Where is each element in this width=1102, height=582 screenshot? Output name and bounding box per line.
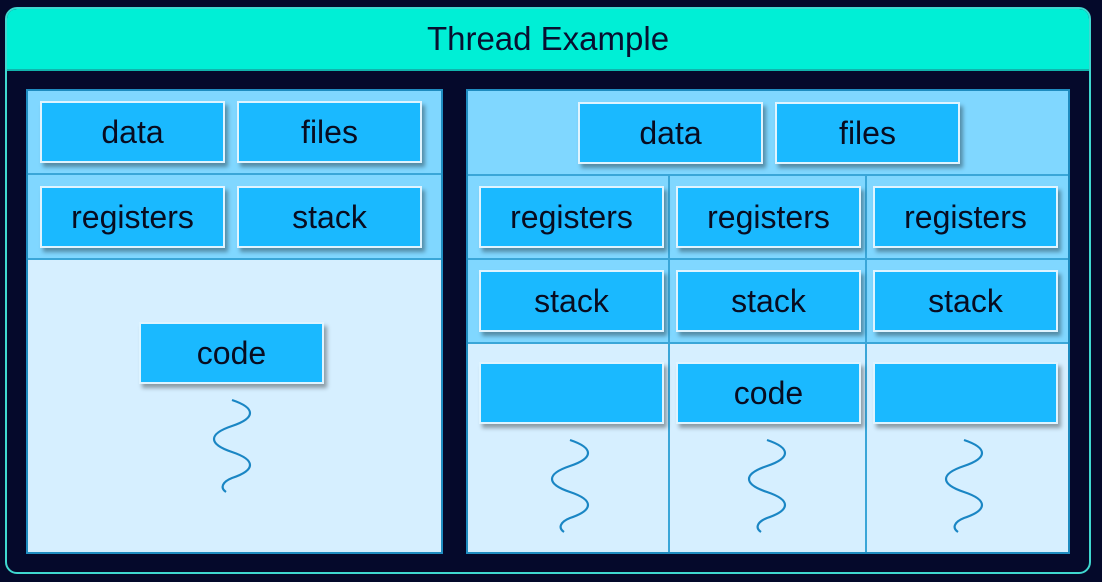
single-thread-divider-2 <box>28 258 441 260</box>
files-box: files <box>237 101 422 163</box>
thread-2-stack-box: stack <box>676 270 861 332</box>
thread-1-stack-box: stack <box>479 270 664 332</box>
thread-2-registers-box: registers <box>676 186 861 248</box>
shared-data-box: data <box>578 102 763 164</box>
code-segment-right <box>873 362 1058 424</box>
code-box: code <box>139 322 324 384</box>
diagram-title: Thread Example <box>426 20 670 57</box>
shared-code-box: code <box>676 362 861 424</box>
stack-box: stack <box>237 186 422 248</box>
code-segment-left <box>479 362 664 424</box>
thread-3-registers-box: registers <box>873 186 1058 248</box>
squiggle-icon <box>550 438 590 533</box>
title-bar: Thread Example <box>7 9 1089 71</box>
registers-box: registers <box>40 186 225 248</box>
single-thread-divider-1 <box>28 173 441 175</box>
thread-column-divider-2 <box>865 176 867 552</box>
shared-files-box: files <box>775 102 960 164</box>
thread-column-divider-1 <box>668 176 670 552</box>
thread-1-registers-box: registers <box>479 186 664 248</box>
multi-thread-divider-2 <box>468 258 1068 260</box>
squiggle-icon <box>747 438 787 533</box>
multi-thread-divider-3 <box>468 342 1068 344</box>
multi-thread-divider-1 <box>468 174 1068 176</box>
squiggle-icon <box>944 438 984 533</box>
squiggle-icon <box>212 398 252 493</box>
thread-3-stack-box: stack <box>873 270 1058 332</box>
data-box: data <box>40 101 225 163</box>
